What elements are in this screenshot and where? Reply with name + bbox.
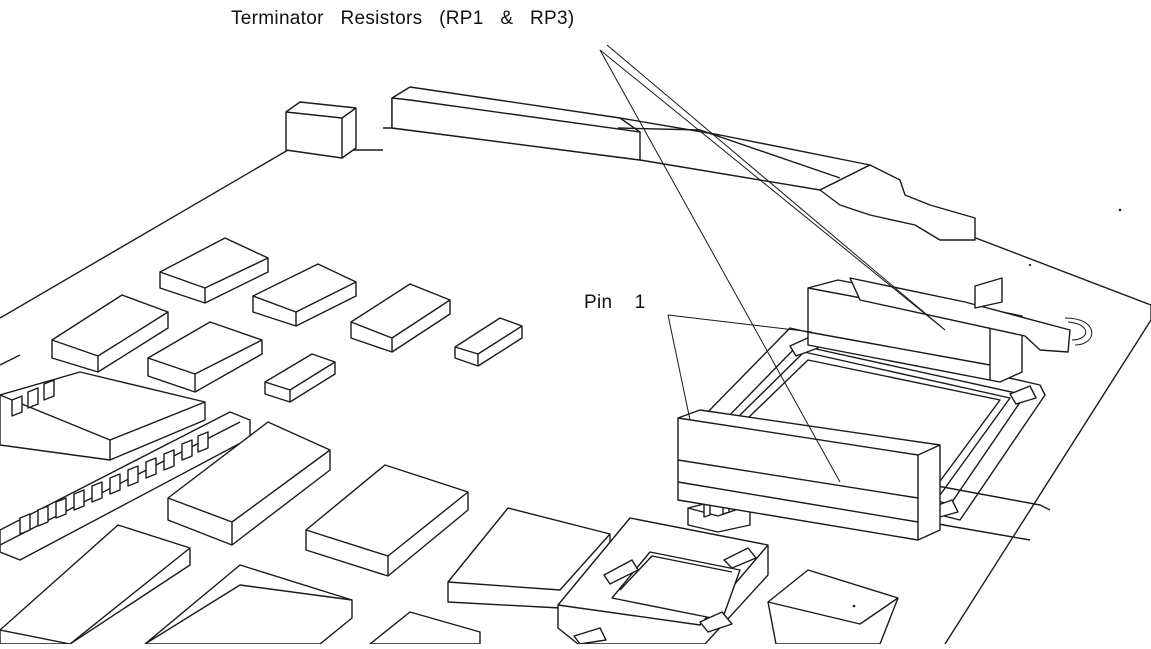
chip-u1 — [159, 237, 269, 304]
center-socket — [557, 517, 769, 645]
block-b1 — [167, 421, 331, 546]
terminator-leader-lines — [599, 44, 946, 483]
board-mounting-dots — [852, 208, 1122, 608]
pin-1-leader-lines — [667, 314, 813, 421]
top-edge-connector — [391, 86, 976, 241]
chip-u4 — [454, 317, 523, 367]
terminator-resistor-rp3 — [677, 409, 941, 541]
chip-u7 — [264, 353, 336, 403]
chip-u3 — [350, 283, 451, 353]
block-b3 — [305, 464, 469, 577]
block-b4 — [144, 564, 353, 645]
small-cube-component — [285, 101, 357, 159]
block-b7 — [767, 569, 899, 645]
pin-1-label: Pin 1 — [584, 292, 646, 313]
terminator-resistors-label: Terminator Resistors (RP1 & RP3) — [231, 8, 575, 29]
chip-u6 — [147, 321, 263, 393]
block-b6 — [369, 611, 481, 645]
left-large-ic — [0, 371, 206, 461]
chip-u5 — [51, 294, 169, 373]
chip-u2 — [252, 263, 357, 327]
